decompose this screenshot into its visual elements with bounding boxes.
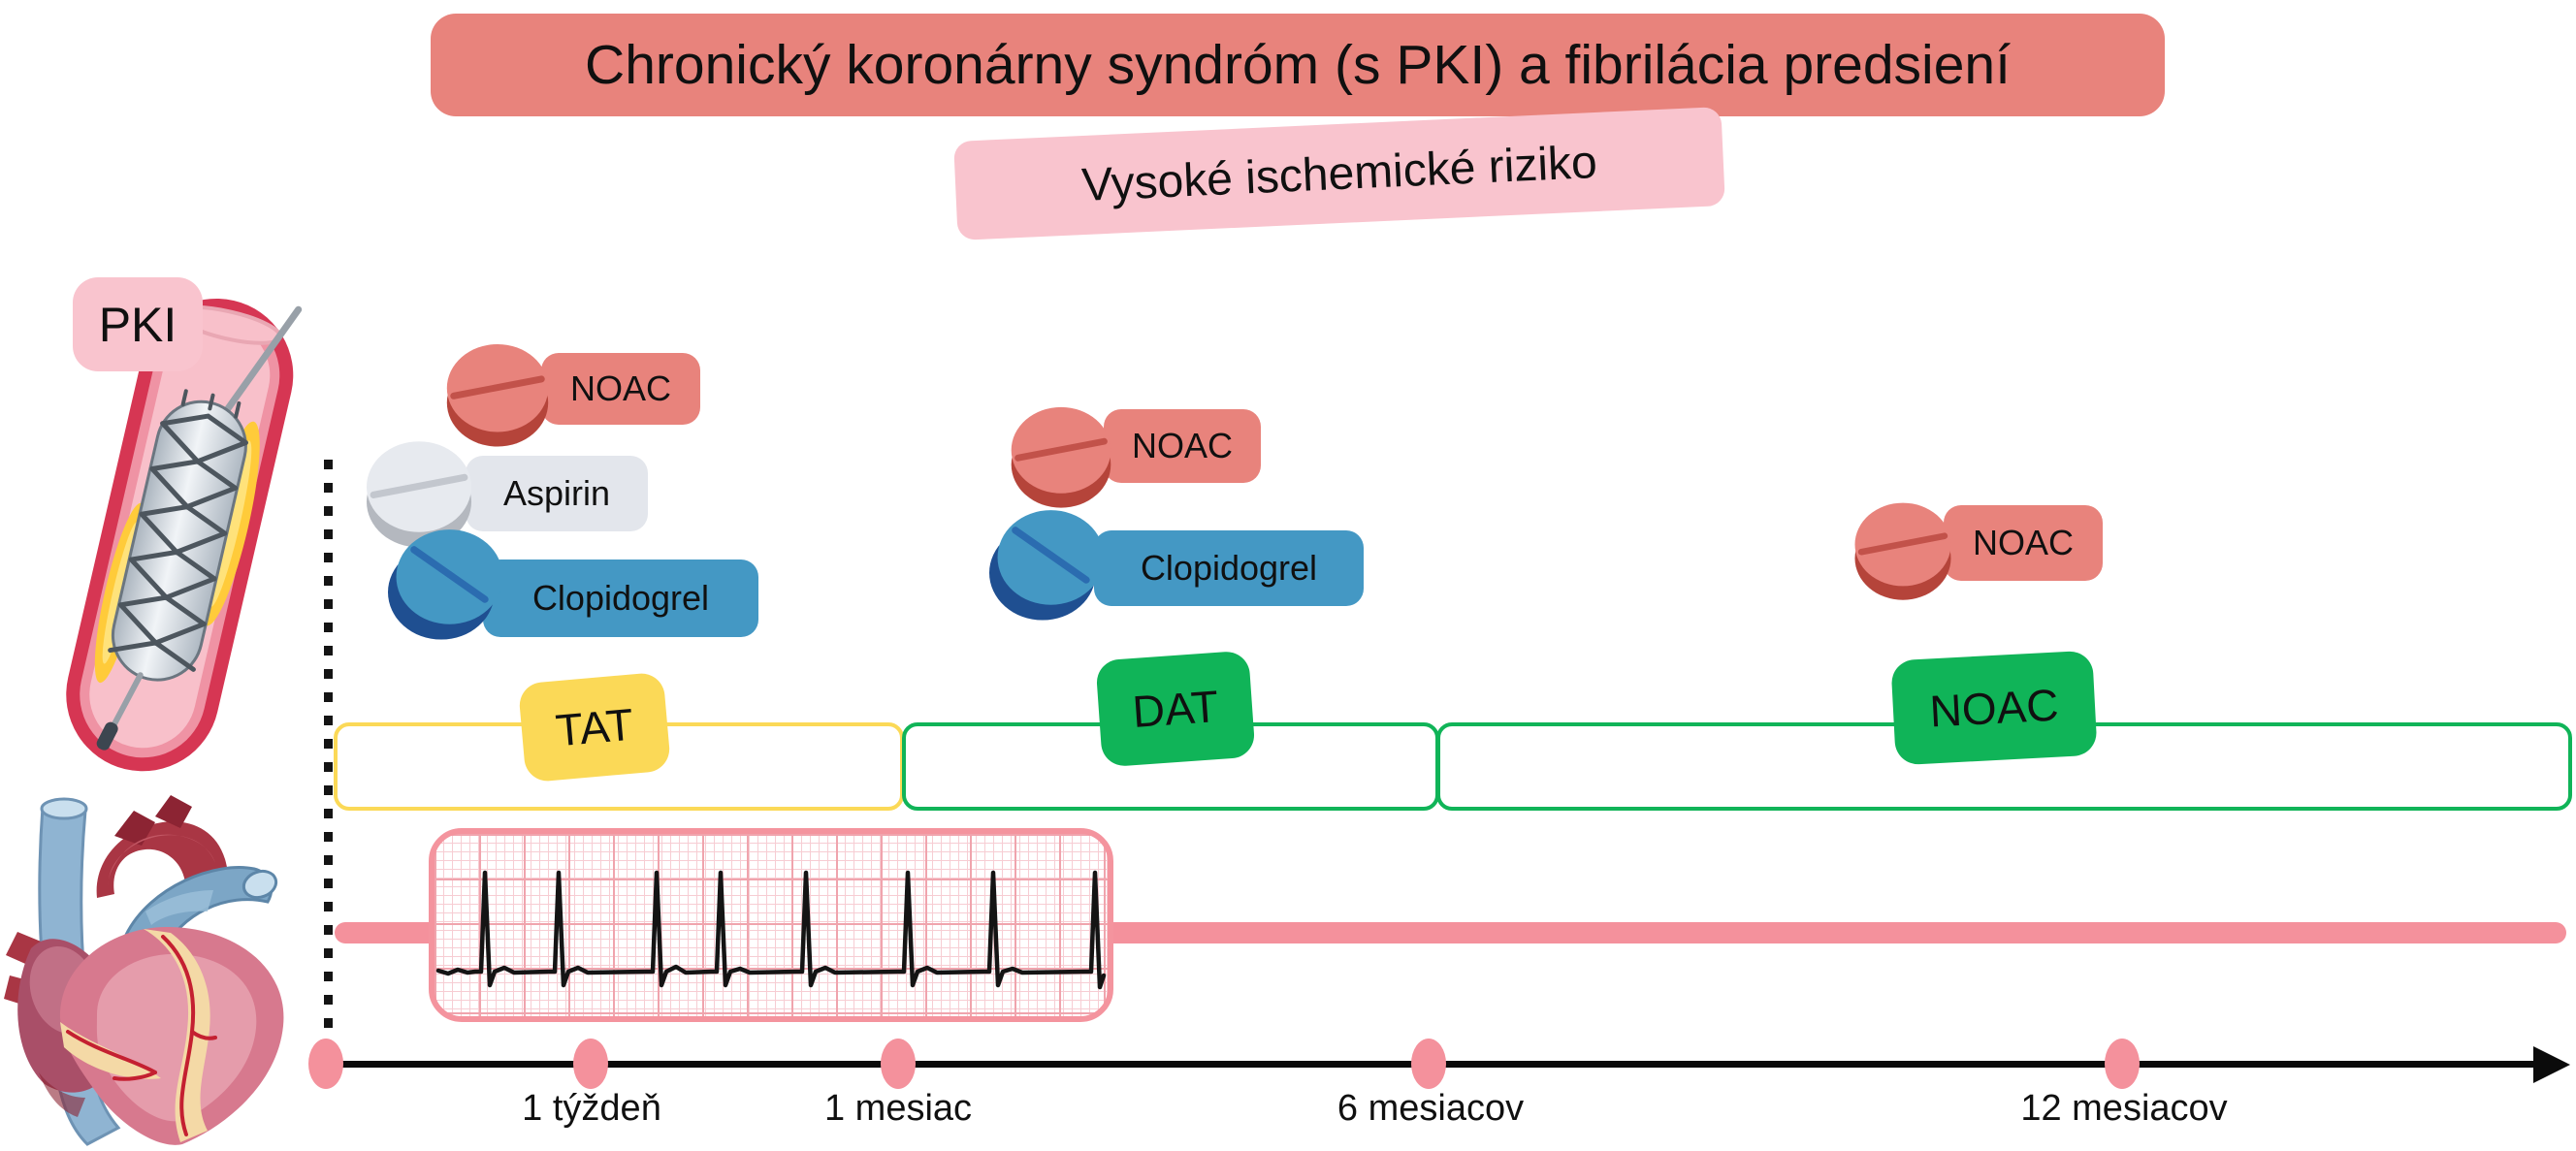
phase-badge-dat: DAT	[1095, 650, 1256, 768]
med-label-noac-long: NOAC	[1944, 505, 2103, 581]
phase-badge-tat: TAT	[517, 671, 672, 783]
timeline-dot-12-months	[2105, 1039, 2140, 1089]
med-label-clopidogrel-tat: Clopidogrel	[483, 560, 758, 637]
title-banner: Chronický koronárny syndróm (s PKI) a fi…	[431, 14, 2165, 116]
med-label-clopidogrel-dat: Clopidogrel	[1094, 530, 1364, 606]
timeline-dot-1-month	[881, 1039, 916, 1089]
clopidogrel-pill-icon	[989, 504, 1108, 623]
pki-badge: PKI	[73, 277, 203, 371]
timeline-dot-1-week	[573, 1039, 608, 1089]
clopidogrel-pill-icon	[388, 524, 506, 642]
tick-label-1-week: 1 týždeň	[522, 1087, 661, 1129]
tick-label-6-months: 6 mesiacov	[1336, 1087, 1525, 1129]
noac-pill-icon	[1006, 400, 1116, 511]
noac-pill-icon	[441, 337, 554, 450]
subtitle-banner: Vysoké ischemické riziko	[953, 107, 1725, 240]
tick-label-12-months: 12 mesiacov	[2020, 1087, 2228, 1129]
timeline-dot-start	[308, 1039, 343, 1089]
phase-badge-noac: NOAC	[1890, 650, 2098, 766]
ecg-strip-icon	[429, 828, 1113, 1022]
noac-pill-icon	[1850, 496, 1956, 603]
axis-arrow-icon	[2533, 1046, 2570, 1083]
med-label-noac-tat: NOAC	[541, 353, 700, 425]
heart-icon	[0, 782, 308, 1151]
timeline-dot-6-months	[1411, 1039, 1446, 1089]
med-label-aspirin-tat: Aspirin	[466, 456, 648, 531]
tick-label-1-month: 1 mesiac	[823, 1087, 973, 1129]
therapy-start-dotted-line	[324, 460, 333, 1059]
med-label-noac-dat: NOAC	[1104, 409, 1261, 483]
stent-icon	[27, 283, 313, 787]
